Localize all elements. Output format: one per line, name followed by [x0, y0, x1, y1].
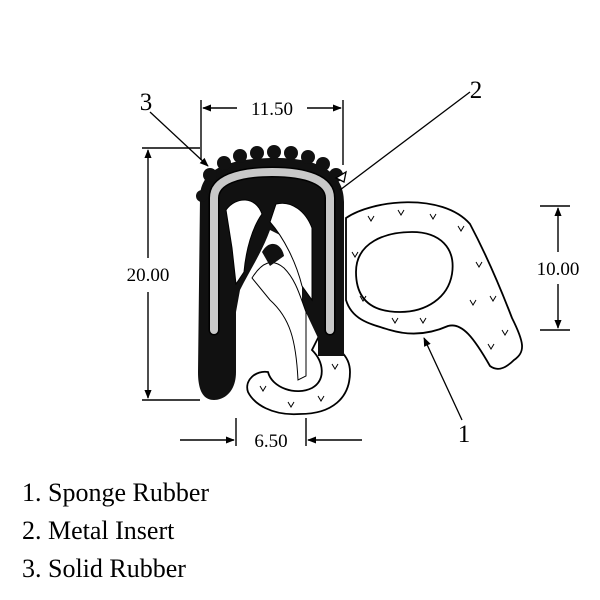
- dimension-bulb-height: [540, 205, 570, 331]
- dimension-label-height: 20.00: [127, 265, 170, 286]
- sponge-bulb-outline: [345, 201, 523, 370]
- legend: 1. Sponge Rubber 2. Metal Insert 3. Soli…: [22, 474, 209, 588]
- callout-label-sponge-rubber: 1: [458, 421, 471, 448]
- inner-fin-gap-left: [225, 199, 263, 286]
- callout-label-metal-insert: 2: [470, 77, 483, 104]
- sponge-rubber-part: [246, 201, 523, 416]
- dimension-label-bottom-width: 6.50: [254, 431, 287, 452]
- dimension-label-bulb-height: 10.00: [537, 259, 580, 280]
- sponge-hook-lip: [246, 336, 351, 416]
- inner-fin-gap-right: [269, 202, 313, 302]
- dimension-label-top-width: 11.50: [251, 99, 293, 120]
- legend-item-sponge-rubber: 1. Sponge Rubber: [22, 478, 210, 507]
- sponge-texture: [259, 209, 509, 408]
- lower-fin: [262, 243, 284, 266]
- dimension-height: [142, 147, 200, 401]
- dimension-bottom-width: [180, 418, 362, 446]
- legend-item-metal-insert: 2. Metal Insert: [22, 516, 175, 545]
- metal-insert-part: [208, 166, 336, 336]
- callout-leaders: [149, 91, 471, 421]
- inner-channel: [251, 262, 307, 381]
- callout-label-solid-rubber: 3: [140, 89, 153, 116]
- dimension-top-width: [200, 100, 344, 165]
- legend-item-solid-rubber: 3. Solid Rubber: [22, 554, 186, 583]
